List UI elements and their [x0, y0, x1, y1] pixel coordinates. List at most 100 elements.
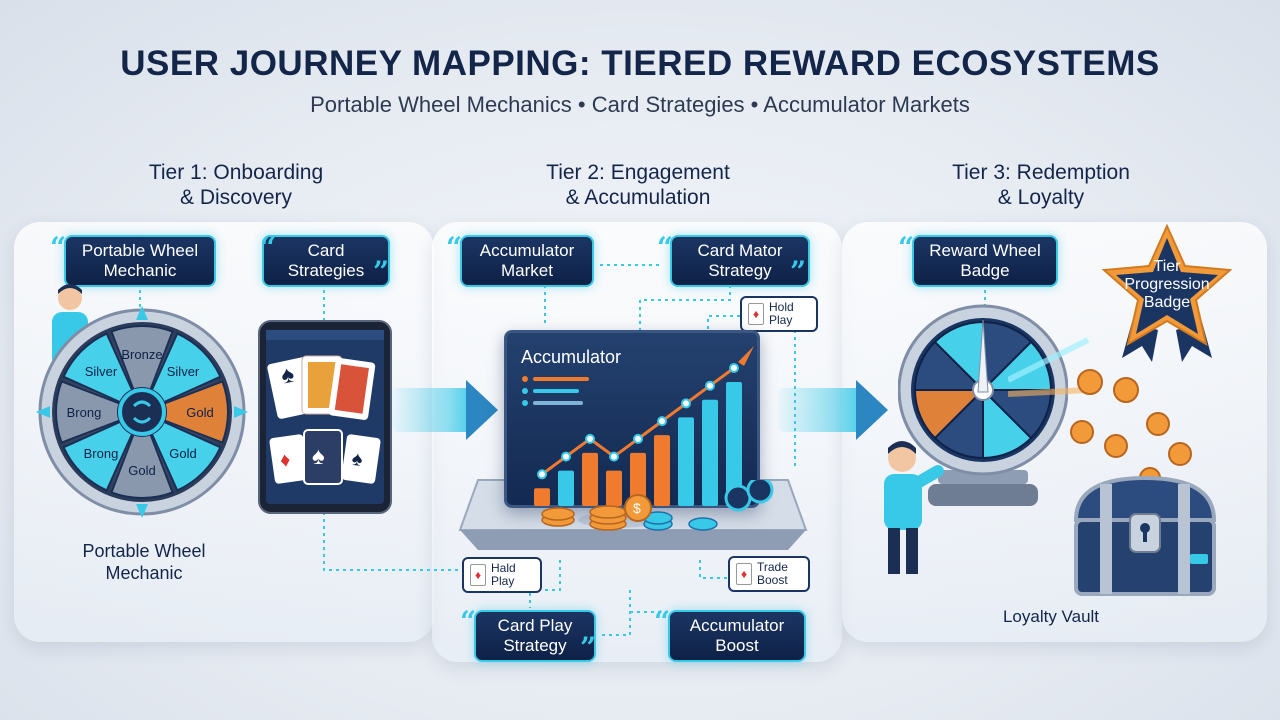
- chip-boost-line2: Boost: [715, 636, 759, 655]
- chip-cardplay-line1: Card Play: [497, 616, 573, 635]
- svg-text:♦: ♦: [279, 449, 292, 472]
- screen-legend-icon: [522, 376, 589, 406]
- tier-3-heading-line1: Tier 3: Redemption: [952, 161, 1130, 184]
- svg-text:$: $: [633, 500, 641, 516]
- quote-open-icon: “: [260, 231, 277, 264]
- flow-arrow-2: [778, 388, 862, 432]
- chart-bar: [702, 399, 718, 506]
- mini-hald-line2: Play: [491, 574, 515, 588]
- chart-point: [657, 416, 667, 427]
- page-subtitle: Portable Wheel Mechanics • Card Strategi…: [310, 92, 970, 117]
- tier-1-heading-line2: & Discovery: [179, 186, 293, 209]
- quote-open-icon: “: [460, 605, 477, 638]
- chart-bar: [558, 470, 574, 506]
- chip-card-strategies[interactable]: Card Strategies: [262, 235, 390, 287]
- tier-3-heading-line2: & Loyalty: [997, 186, 1085, 209]
- chart-bar: [606, 470, 622, 506]
- tier-1-heading: Tier 1: Onboarding & Discovery: [96, 160, 376, 210]
- chip-reward-wheel-line2: Badge: [960, 261, 1010, 280]
- chip-reward-wheel-line1: Reward Wheel: [929, 241, 1041, 260]
- quote-open-icon: “: [657, 231, 674, 264]
- chart-bar: [678, 417, 694, 506]
- chip-accumulator-boost[interactable]: Accumulator Boost: [668, 610, 806, 662]
- chip-portable-wheel-line2: Mechanic: [103, 261, 177, 280]
- chip-portable-wheel-mechanic[interactable]: Portable Wheel Mechanic: [64, 235, 216, 287]
- flow-arrow-1-head: [466, 380, 498, 440]
- chart-bar: [582, 452, 598, 506]
- chip-accumulator-market-line1: Accumulator: [479, 241, 575, 260]
- wheel-segment-label: Silver: [85, 364, 118, 379]
- reward-wheel-icon: [898, 304, 1068, 506]
- chip-accumulator-market[interactable]: Accumulator Market: [460, 235, 594, 287]
- accumulator-screen-title: Accumulator: [521, 347, 622, 367]
- chart-point: [681, 398, 691, 409]
- chip-boost-line1: Accumulator: [689, 616, 785, 635]
- chart-point: [705, 380, 715, 391]
- mini-card-hold-play[interactable]: ♦ Hold Play: [740, 296, 818, 332]
- tier-1-wheel-label-line2: Mechanic: [105, 563, 183, 583]
- tier-progression-star-icon: [1101, 223, 1233, 362]
- chip-card-strategies-line2: Strategies: [287, 261, 365, 280]
- wheel-segment-label: Gold: [169, 446, 196, 461]
- chip-card-mator-line2: Strategy: [708, 261, 772, 280]
- star-badge-line1: Tier: [1153, 258, 1181, 275]
- tablet-cards-icon: ♠ ♦ ♠ ♠: [258, 320, 392, 514]
- chip-cardplay-line2: Strategy: [503, 636, 567, 655]
- tier-2-heading-line2: & Accumulation: [565, 186, 711, 209]
- mini-card-hald-play[interactable]: ♦ Hald Play: [462, 557, 542, 593]
- wheel-segment-label: Brong: [84, 446, 119, 461]
- mini-trade-line1: Trade: [757, 560, 788, 574]
- svg-text:♠: ♠: [350, 448, 364, 471]
- chart-bar: [726, 382, 742, 506]
- quote-open-icon: “: [654, 605, 671, 638]
- loyalty-vault-label: Loyalty Vault: [1002, 607, 1100, 626]
- tier-1-wheel-label-line1: Portable Wheel: [82, 541, 206, 561]
- coin-stack-icon: $: [541, 480, 774, 531]
- star-badge-label: Tier Progression Badge: [1102, 258, 1232, 312]
- star-badge-line3: Badge: [1143, 294, 1191, 311]
- playing-card-icon: ♦: [748, 303, 764, 325]
- quote-close-icon: ”: [373, 255, 390, 288]
- chip-portable-wheel-line1: Portable Wheel: [81, 241, 199, 260]
- wheel-segment-label: Gold: [186, 405, 213, 420]
- person-icon: [884, 441, 944, 574]
- tier-1-heading-line1: Tier 1: Onboarding: [148, 161, 324, 184]
- quote-close-icon: ”: [790, 255, 807, 288]
- chip-card-play-strategy[interactable]: Card Play Strategy: [474, 610, 596, 662]
- chart-point: [585, 433, 595, 444]
- mini-trade-line2: Boost: [757, 573, 788, 587]
- page-title: USER JOURNEY MAPPING: TIERED REWARD ECOS…: [120, 44, 1160, 83]
- quote-close-icon: ”: [580, 631, 597, 664]
- wheel-segment-label: Bronze: [121, 347, 162, 362]
- accumulator-chart: [534, 346, 754, 506]
- quote-open-icon: “: [898, 231, 915, 264]
- chip-accumulator-market-line2: Market: [501, 261, 553, 280]
- wheel-segment-label: Brong: [67, 405, 102, 420]
- playing-card-icon: ♦: [736, 563, 752, 585]
- quote-open-icon: “: [446, 231, 463, 264]
- flow-arrow-1: [392, 388, 472, 432]
- svg-text:♠: ♠: [312, 443, 325, 470]
- chip-card-mator-line1: Card Mator: [697, 241, 783, 260]
- flow-arrow-2-head: [856, 380, 888, 440]
- chart-bar: [534, 488, 550, 506]
- chart-point: [729, 363, 739, 373]
- quote-open-icon: “: [50, 231, 67, 264]
- chart-point: [537, 469, 547, 480]
- tier-1-wheel-label: Portable Wheel Mechanic: [54, 540, 234, 584]
- tier-2-heading: Tier 2: Engagement & Accumulation: [498, 160, 778, 210]
- chip-reward-wheel-badge[interactable]: Reward Wheel Badge: [912, 235, 1058, 287]
- tier-2-heading-line1: Tier 2: Engagement: [546, 161, 730, 184]
- playing-card-icon: ♦: [470, 564, 486, 586]
- tier-3-heading: Tier 3: Redemption & Loyalty: [901, 160, 1181, 210]
- loyalty-vault-chest-icon: [1073, 475, 1217, 596]
- chip-card-strategies-line1: Card: [307, 241, 345, 260]
- mini-card-trade-boost[interactable]: ♦ Trade Boost: [728, 556, 810, 592]
- wheel-segment-label: Gold: [128, 463, 155, 478]
- star-badge-line2: Progression: [1124, 276, 1210, 293]
- chart-bar: [654, 435, 670, 506]
- chart-point: [609, 451, 619, 462]
- chip-card-mator-strategy[interactable]: Card Mator Strategy: [670, 235, 810, 287]
- chart-point: [633, 433, 643, 444]
